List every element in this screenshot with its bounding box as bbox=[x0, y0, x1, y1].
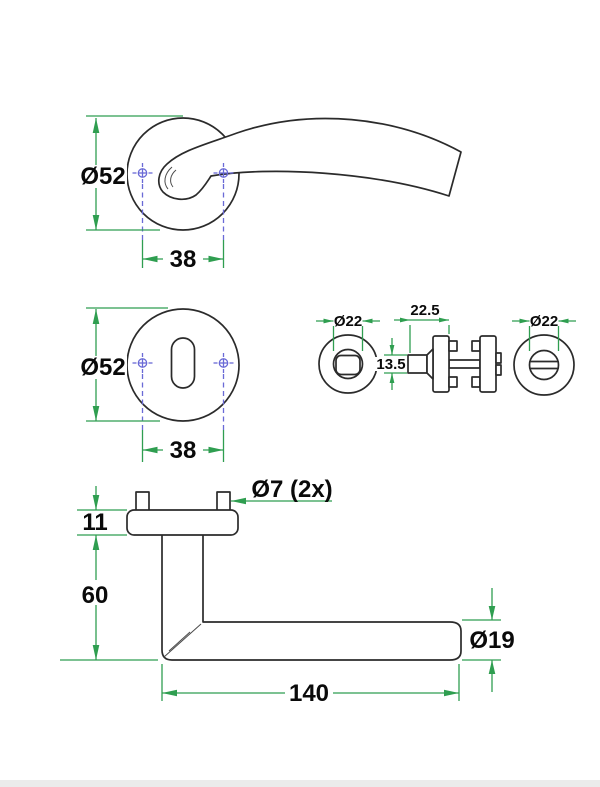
dimension-diameter-52: Ø52 bbox=[79, 115, 183, 231]
dim-label-fixing-holes: Ø7 (2x) bbox=[251, 476, 332, 503]
lever-side-outline bbox=[161, 532, 462, 661]
page-edge bbox=[0, 780, 600, 787]
thumbturn-cone bbox=[426, 348, 434, 380]
spindle bbox=[448, 359, 481, 369]
screw-mark-icon bbox=[212, 352, 235, 374]
dimension-diameter-22: Ø22 bbox=[512, 313, 576, 351]
turn-rose-inner-circle bbox=[528, 349, 560, 381]
miter-line bbox=[163, 623, 202, 658]
dimension-diameter-22: Ø22 bbox=[316, 313, 380, 351]
release-slot-detail bbox=[495, 364, 502, 376]
fixing-peg bbox=[216, 491, 231, 513]
dim-label-neck-height: 60 bbox=[82, 582, 109, 609]
dim-label-turn-rose-diameter: Ø22 bbox=[334, 313, 362, 330]
screw-mark-icon bbox=[131, 352, 154, 374]
rose-tab bbox=[448, 376, 458, 388]
dimension-fixing-holes: Ø7 (2x) bbox=[231, 476, 333, 505]
dim-label-rose-diameter: Ø52 bbox=[80, 354, 125, 381]
dim-label-rose-height: 11 bbox=[82, 509, 107, 536]
dim-label-tube-diameter: Ø19 bbox=[469, 627, 514, 654]
dimension-grip-13-5: 13.5 bbox=[375, 338, 407, 390]
dimension-projection-22-5: 22.5 bbox=[394, 302, 450, 353]
dimension-screw-spacing-38: 38 bbox=[141, 240, 225, 273]
neck-collar-line bbox=[164, 166, 173, 190]
fixing-peg bbox=[135, 491, 150, 513]
rose-side-plate bbox=[126, 509, 239, 536]
escutcheon-front-view: Ø52 38 bbox=[79, 307, 240, 464]
rose-tab bbox=[471, 340, 481, 352]
dimension-tube-diameter-19: Ø19 bbox=[462, 588, 515, 692]
rose-tab bbox=[471, 376, 481, 388]
screw-mark-icon bbox=[131, 162, 154, 184]
dimension-length-140: 140 bbox=[161, 664, 460, 707]
dim-label-screw-spacing: 38 bbox=[170, 246, 197, 273]
dim-label-grip-thickness: 13.5 bbox=[376, 356, 405, 373]
keyhole-slot bbox=[170, 337, 196, 389]
thumbturn-grip bbox=[335, 354, 361, 376]
dim-label-lever-length: 140 bbox=[289, 680, 329, 707]
rose-side-right bbox=[479, 335, 497, 393]
miter-line bbox=[168, 631, 191, 652]
dim-label-screw-spacing: 38 bbox=[170, 437, 197, 464]
lever-side-view: 11 60 Ø7 (2x) Ø19 bbox=[60, 476, 515, 707]
thumbturn-side-view: 22.5 13.5 bbox=[375, 302, 502, 393]
turn-rose-outline bbox=[513, 334, 575, 396]
thumbturn-front-left-view: Ø22 bbox=[316, 313, 380, 394]
rose-side-left bbox=[432, 335, 450, 393]
dim-label-projection: 22.5 bbox=[410, 302, 439, 319]
thumbturn-front-right-view: Ø22 bbox=[512, 313, 576, 396]
dim-label-rose-diameter: Ø52 bbox=[80, 163, 125, 190]
lever-grip-outline bbox=[157, 117, 462, 201]
turn-rose-inner-circle bbox=[332, 348, 364, 380]
release-slot-detail bbox=[495, 352, 502, 364]
lever-front-view: Ø52 38 bbox=[79, 115, 462, 273]
dimension-diameter-52: Ø52 bbox=[79, 307, 168, 422]
dimension-rose-height-11: 11 bbox=[77, 486, 127, 536]
thumbturn-grip-side bbox=[407, 354, 428, 374]
neck-collar-line bbox=[170, 169, 177, 188]
dim-label-turn-rose-diameter: Ø22 bbox=[530, 313, 558, 330]
rose-tab bbox=[448, 340, 458, 352]
dimension-neck-60: 60 bbox=[60, 535, 158, 661]
dimension-screw-spacing-38: 38 bbox=[141, 430, 225, 464]
